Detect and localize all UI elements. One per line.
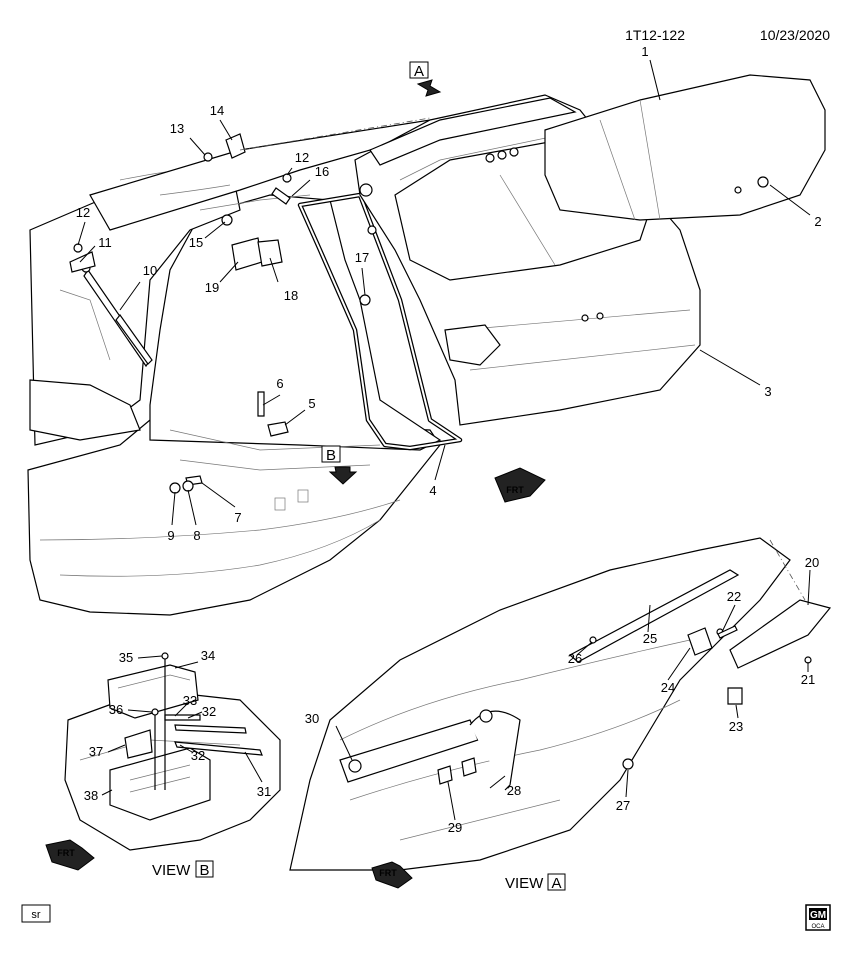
frt-arrow-upper: FRT xyxy=(494,467,546,503)
callout-26: 26 xyxy=(568,651,582,666)
callout-21: 21 xyxy=(801,672,815,687)
callouts: 1 2 3 4 5 6 7 8 9 10 11 12 12 13 14 15 1… xyxy=(76,44,822,835)
callout-25: 25 xyxy=(643,631,657,646)
callout-29: 29 xyxy=(448,820,462,835)
frt-arrow-view-a: FRT xyxy=(371,861,413,889)
logo-bottom: OCA xyxy=(811,924,824,930)
callout-12-left: 12 xyxy=(76,205,90,220)
view-b-detail xyxy=(64,652,281,851)
callout-27: 27 xyxy=(616,798,630,813)
logo-top: GM xyxy=(810,910,826,921)
callout-4: 4 xyxy=(429,483,436,498)
frt-label-view-b: FRT xyxy=(57,848,75,858)
view-b-indicator: B xyxy=(321,445,358,485)
callout-30: 30 xyxy=(305,711,319,726)
view-b-caption: VIEW B xyxy=(152,860,214,879)
frt-label-upper: FRT xyxy=(506,485,524,495)
fasteners xyxy=(73,152,371,306)
callout-34: 34 xyxy=(201,648,215,663)
view-b-letter-caption: B xyxy=(199,862,209,879)
weatherstrip-seal xyxy=(297,192,463,451)
view-a-prefix: VIEW xyxy=(505,875,544,892)
callout-17: 17 xyxy=(355,250,369,265)
callout-33: 33 xyxy=(183,693,197,708)
doc-id: 1T12-122 xyxy=(625,27,685,43)
callout-14: 14 xyxy=(210,103,224,118)
liftgate-strut xyxy=(81,263,153,368)
sr-label: sr xyxy=(31,909,41,921)
callout-19: 19 xyxy=(205,280,219,295)
view-a-indicator: A xyxy=(409,61,442,97)
hinge-left xyxy=(69,251,96,273)
callout-10: 10 xyxy=(143,263,157,278)
callout-38: 38 xyxy=(84,788,98,803)
leader-lines xyxy=(77,59,811,821)
view-a-caption: VIEW A xyxy=(505,873,566,892)
callout-7: 7 xyxy=(234,510,241,525)
callout-24: 24 xyxy=(661,680,675,695)
callout-37: 37 xyxy=(89,744,103,759)
hinge-upper xyxy=(225,133,246,159)
callout-22: 22 xyxy=(727,589,741,604)
callout-15: 15 xyxy=(189,235,203,250)
callout-35: 35 xyxy=(119,650,133,665)
callout-11: 11 xyxy=(98,235,112,250)
callout-18: 18 xyxy=(284,288,298,303)
callout-28: 28 xyxy=(507,783,521,798)
callout-3: 3 xyxy=(764,384,771,399)
sr-badge: sr xyxy=(21,904,51,923)
frt-label-view-a: FRT xyxy=(379,868,397,878)
callout-13: 13 xyxy=(170,121,184,136)
callout-1: 1 xyxy=(641,44,648,59)
view-a-letter-caption: A xyxy=(551,875,561,892)
doc-date: 10/23/2020 xyxy=(760,27,830,43)
view-a-detail xyxy=(289,537,832,871)
callout-8: 8 xyxy=(193,528,200,543)
hidden-line xyxy=(239,117,431,151)
callout-32-upper: 32 xyxy=(202,704,216,719)
callout-20: 20 xyxy=(805,555,819,570)
latch-assembly xyxy=(231,237,283,271)
callout-31: 31 xyxy=(257,784,271,799)
frt-arrow-view-b: FRT xyxy=(45,839,95,871)
striker-assembly xyxy=(169,391,289,494)
callout-2: 2 xyxy=(814,214,821,229)
callout-5: 5 xyxy=(308,396,315,411)
callout-12-right: 12 xyxy=(295,150,309,165)
gm-oca-logo: GM OCA xyxy=(805,904,831,931)
view-b-prefix: VIEW xyxy=(152,862,191,879)
callout-16: 16 xyxy=(315,164,329,179)
callout-32-lower: 32 xyxy=(191,748,205,763)
callout-23: 23 xyxy=(729,719,743,734)
callout-9: 9 xyxy=(167,528,174,543)
rear-window-glass xyxy=(544,74,826,221)
view-a-letter: A xyxy=(414,63,424,80)
view-b-letter: B xyxy=(326,447,336,464)
callout-36: 36 xyxy=(109,702,123,717)
callout-6: 6 xyxy=(276,376,283,391)
